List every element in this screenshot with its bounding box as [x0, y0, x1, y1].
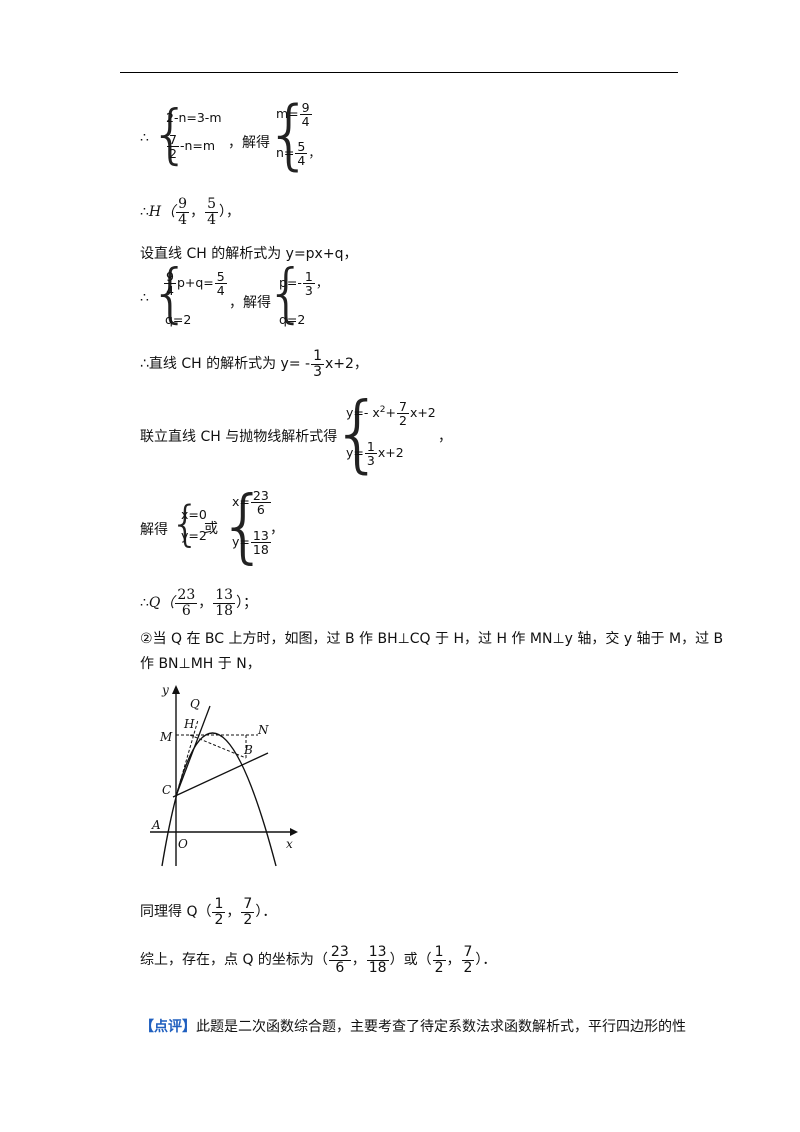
- label-b: B: [243, 743, 253, 757]
- equation-line: q=2: [165, 312, 192, 327]
- label-q: Q: [190, 697, 200, 711]
- comma: ，: [438, 429, 452, 445]
- case2-line1: ②当 Q 在 BC 上方时，如图，过 B 作 BH⊥CQ 于 H，过 H 作 M…: [140, 631, 724, 647]
- comment-tag: 【点评】: [140, 1019, 196, 1035]
- therefore-symbol: ∴: [140, 130, 149, 146]
- line-cq: [175, 705, 211, 797]
- parabola-figure: y x O A C M H Q N B: [150, 683, 298, 867]
- left-brace: {: [266, 257, 307, 331]
- left-brace: {: [170, 496, 201, 552]
- equation-line: x=0: [181, 507, 207, 522]
- label-n: N: [257, 723, 269, 737]
- solve-label: 解得: [140, 522, 168, 538]
- label-h: H: [183, 717, 195, 731]
- header-rule: [120, 72, 678, 73]
- comma: ，: [270, 521, 284, 537]
- comment-line: 【点评】此题是二次函数综合题，主要考查了待定系数法求函数解析式，平行四边形的性: [140, 1019, 686, 1035]
- parabola-curve: [161, 732, 277, 867]
- combine-text: 联立直线 CH 与抛物线解析式得: [140, 429, 338, 445]
- label-y: y: [161, 683, 169, 697]
- equation-line: 2-n=3-m: [166, 110, 222, 125]
- left-brace: {: [150, 98, 191, 172]
- line-hb: [189, 734, 247, 759]
- line-qc-dashed: [175, 719, 199, 797]
- y-axis-arrow: [172, 685, 180, 694]
- label-c: C: [162, 783, 171, 797]
- solve-label: ，解得: [228, 135, 270, 151]
- left-brace: {: [331, 384, 385, 482]
- case2-line2: 作 BN⊥MH 于 N，: [140, 656, 261, 672]
- label-a: A: [151, 818, 161, 832]
- label-x: x: [286, 837, 293, 851]
- equation-line: q=2: [279, 312, 306, 327]
- line-cb: [172, 752, 269, 798]
- left-brace: {: [265, 89, 314, 178]
- x-axis-arrow: [290, 828, 298, 836]
- left-brace: {: [150, 257, 191, 331]
- solve-label: ，解得: [229, 295, 271, 311]
- therefore-symbol: ∴: [140, 290, 149, 306]
- left-brace: {: [218, 479, 269, 572]
- label-o: O: [178, 837, 188, 851]
- set-line-text: 设直线 CH 的解析式为 y=px+q，: [140, 246, 358, 262]
- equation-line: y=2: [181, 528, 207, 543]
- label-m: M: [159, 730, 173, 744]
- or-text: 或: [204, 521, 218, 537]
